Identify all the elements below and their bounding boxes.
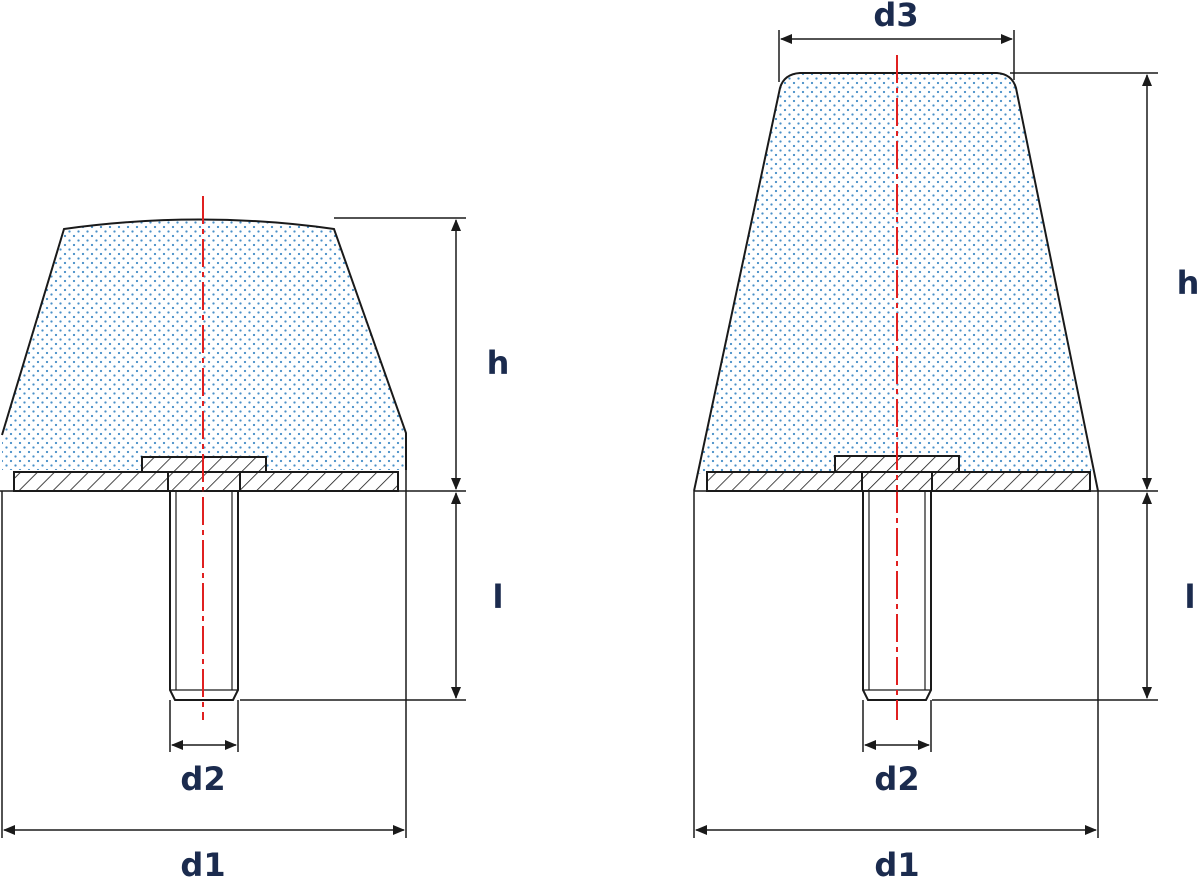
left-label-l: l: [493, 578, 504, 616]
right-label-d2: d2: [874, 760, 919, 798]
left-extension-lines: [0, 217, 466, 838]
left-rubber-outline: [1, 218, 407, 470]
left-mount: h l d2 d1: [0, 196, 509, 879]
left-threaded-stud: [169, 491, 239, 701]
right-label-l: l: [1185, 578, 1196, 616]
left-label-d2: d2: [180, 760, 225, 798]
right-rubber-body: [697, 73, 1092, 474]
right-rubber-outline: [693, 72, 1099, 492]
left-label-h: h: [487, 344, 510, 382]
right-extension-lines: [693, 30, 1158, 838]
left-label-d1: d1: [180, 846, 225, 879]
right-label-d3: d3: [873, 0, 918, 34]
right-label-h: h: [1177, 264, 1200, 302]
left-dimension-lines: [3, 219, 461, 835]
right-mount: d3 h l d2 d1: [693, 0, 1200, 879]
right-dimension-lines: [695, 34, 1152, 835]
right-label-d1: d1: [874, 846, 919, 879]
